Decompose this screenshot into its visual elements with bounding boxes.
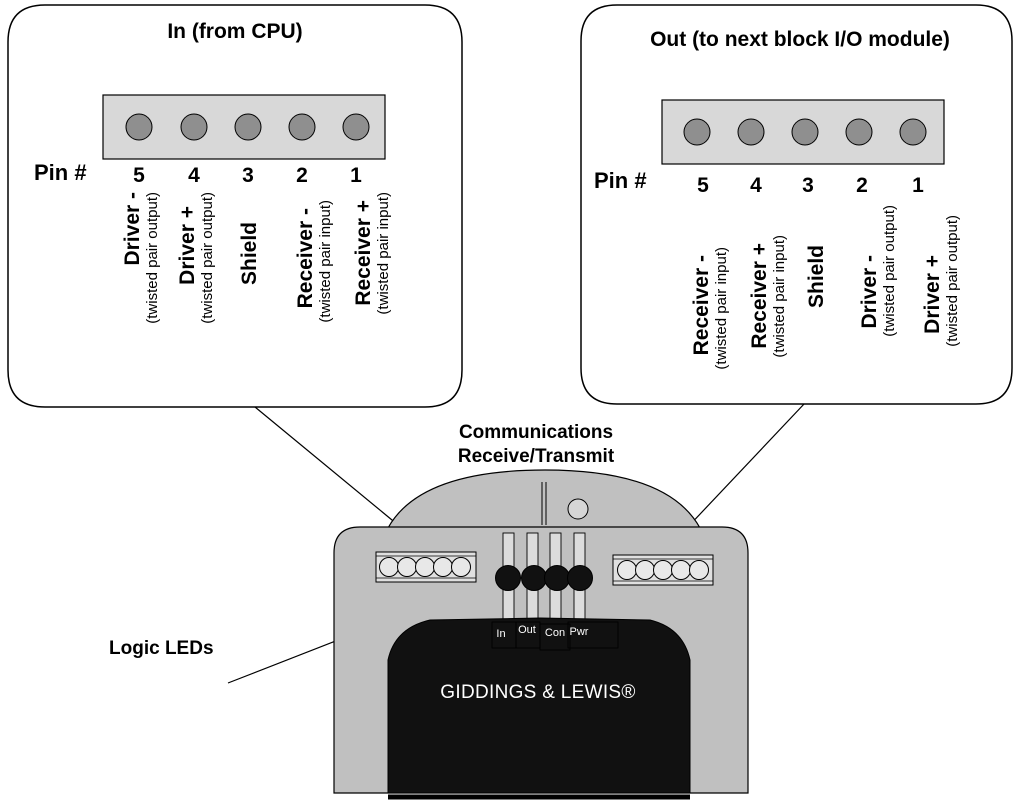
io-module: In Out Con Pwr GIDDINGS & LEWIS® <box>333 469 749 800</box>
out-pin-1-number: 1 <box>912 174 924 197</box>
led-label-in: In <box>496 628 505 640</box>
out-pin-5-signal: Receiver - <box>690 255 713 355</box>
in-pin-1-number: 1 <box>350 164 362 187</box>
out-pin-2-detail: (twisted pair output) <box>881 205 898 337</box>
in-pin-2-number: 2 <box>296 164 308 187</box>
out-pin-label: Pin # <box>594 168 647 193</box>
out-box-title: Out (to next block I/O module) <box>650 28 950 51</box>
in-pin-1-detail: (twisted pair input) <box>375 192 392 315</box>
in-pin-4-number: 4 <box>188 164 200 187</box>
out-pin-4-signal: Receiver + <box>748 243 771 349</box>
communications-label-line1: Communications <box>459 422 613 443</box>
in-pin-label: Pin # <box>34 160 87 185</box>
out-pin-3-signal: Shield <box>805 245 828 308</box>
module-mount-hole <box>567 498 589 520</box>
in-pin-4-dot <box>180 113 208 141</box>
in-pin-3-number: 3 <box>242 164 254 187</box>
in-pin-3-dot <box>234 113 262 141</box>
led-in <box>495 565 521 591</box>
in-pin-5-detail: (twisted pair output) <box>144 192 161 324</box>
out-pin-4-number: 4 <box>750 174 762 197</box>
logic-leds-label: Logic LEDs <box>109 638 214 659</box>
in-box-title: In (from CPU) <box>167 20 302 43</box>
in-pin-1-dot <box>342 113 370 141</box>
in-pin-1-signal: Receiver + <box>352 200 375 306</box>
out-pin-3-dot <box>791 118 819 146</box>
led-con <box>544 565 570 591</box>
in-pin-3-signal: Shield <box>238 222 261 285</box>
in-pin-2-signal: Receiver - <box>294 208 317 308</box>
module-label-plate <box>387 617 691 794</box>
in-pin-2-dot <box>288 113 316 141</box>
in-pin-4-signal: Driver + <box>176 206 199 285</box>
out-pin-1-signal: Driver + <box>921 255 944 334</box>
in-pin-2-detail: (twisted pair input) <box>317 200 334 323</box>
out-pin-3-number: 3 <box>802 174 814 197</box>
communications-label-line2: Receive/Transmit <box>458 446 615 467</box>
module-in-connector <box>375 551 477 583</box>
out-pin-4-detail: (twisted pair input) <box>771 235 788 358</box>
led-out <box>521 565 547 591</box>
led-label-out: Out <box>518 624 536 636</box>
out-pin-5-number: 5 <box>697 174 709 197</box>
in-pin-5-signal: Driver - <box>121 192 144 266</box>
out-pin-4-dot <box>737 118 765 146</box>
brand-label: GIDDINGS & LEWIS® <box>440 682 635 703</box>
out-pin-1-dot <box>899 118 927 146</box>
led-pwr <box>567 565 593 591</box>
led-label-con: Con <box>545 627 565 639</box>
module-top-dome <box>386 469 702 529</box>
out-pin-5-detail: (twisted pair input) <box>713 247 730 370</box>
out-pin-2-signal: Driver - <box>858 255 881 329</box>
in-pin-5-number: 5 <box>133 164 145 187</box>
led-label-pwr: Pwr <box>570 626 589 638</box>
out-pin-2-dot <box>845 118 873 146</box>
in-connector-callout: In (from CPU) Pin # 5 4 3 2 1 Driver - (… <box>7 4 463 408</box>
module-out-connector <box>612 554 714 586</box>
in-pin-5-dot <box>125 113 153 141</box>
out-pin-5-dot <box>683 118 711 146</box>
out-pin-2-number: 2 <box>856 174 868 197</box>
out-pin-1-detail: (twisted pair output) <box>944 215 961 347</box>
out-connector-callout: Out (to next block I/O module) Pin # 5 4… <box>580 4 1013 405</box>
in-pin-4-detail: (twisted pair output) <box>199 192 216 324</box>
